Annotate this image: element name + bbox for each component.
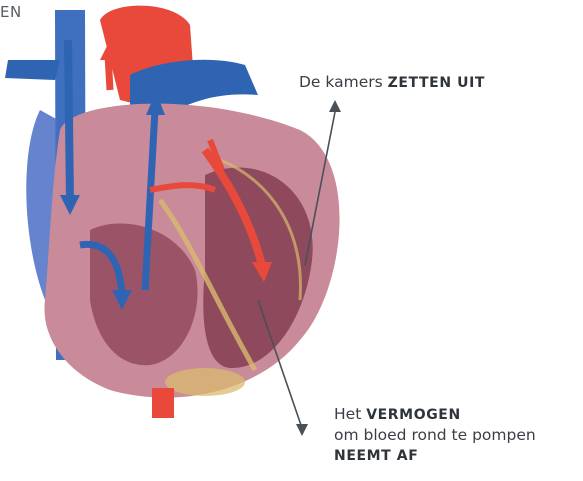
blue-flow-arrow-1 (68, 40, 70, 200)
pointer-expand-head (329, 100, 341, 112)
annotation-power-emphasis2: NEEMT AF (334, 448, 418, 464)
pointer-power-head (296, 424, 308, 436)
annotation-expand-prefix: De kamers (299, 73, 388, 91)
annotation-expand-emphasis: ZETTEN UIT (388, 75, 485, 91)
annotation-power-prefix: Het (334, 405, 366, 423)
annotation-power-emphasis1: VERMOGEN (366, 407, 461, 423)
annotation-pumping-power: Het VERMOGEN om bloed rond te pompen NEE… (334, 404, 536, 466)
apex-fat (165, 368, 245, 396)
annotation-power-line2: om bloed rond te pompen (334, 425, 536, 445)
red-flow-arrow-3 (108, 55, 110, 90)
annotation-chambers-expand: De kamers ZETTEN UIT (299, 72, 485, 93)
